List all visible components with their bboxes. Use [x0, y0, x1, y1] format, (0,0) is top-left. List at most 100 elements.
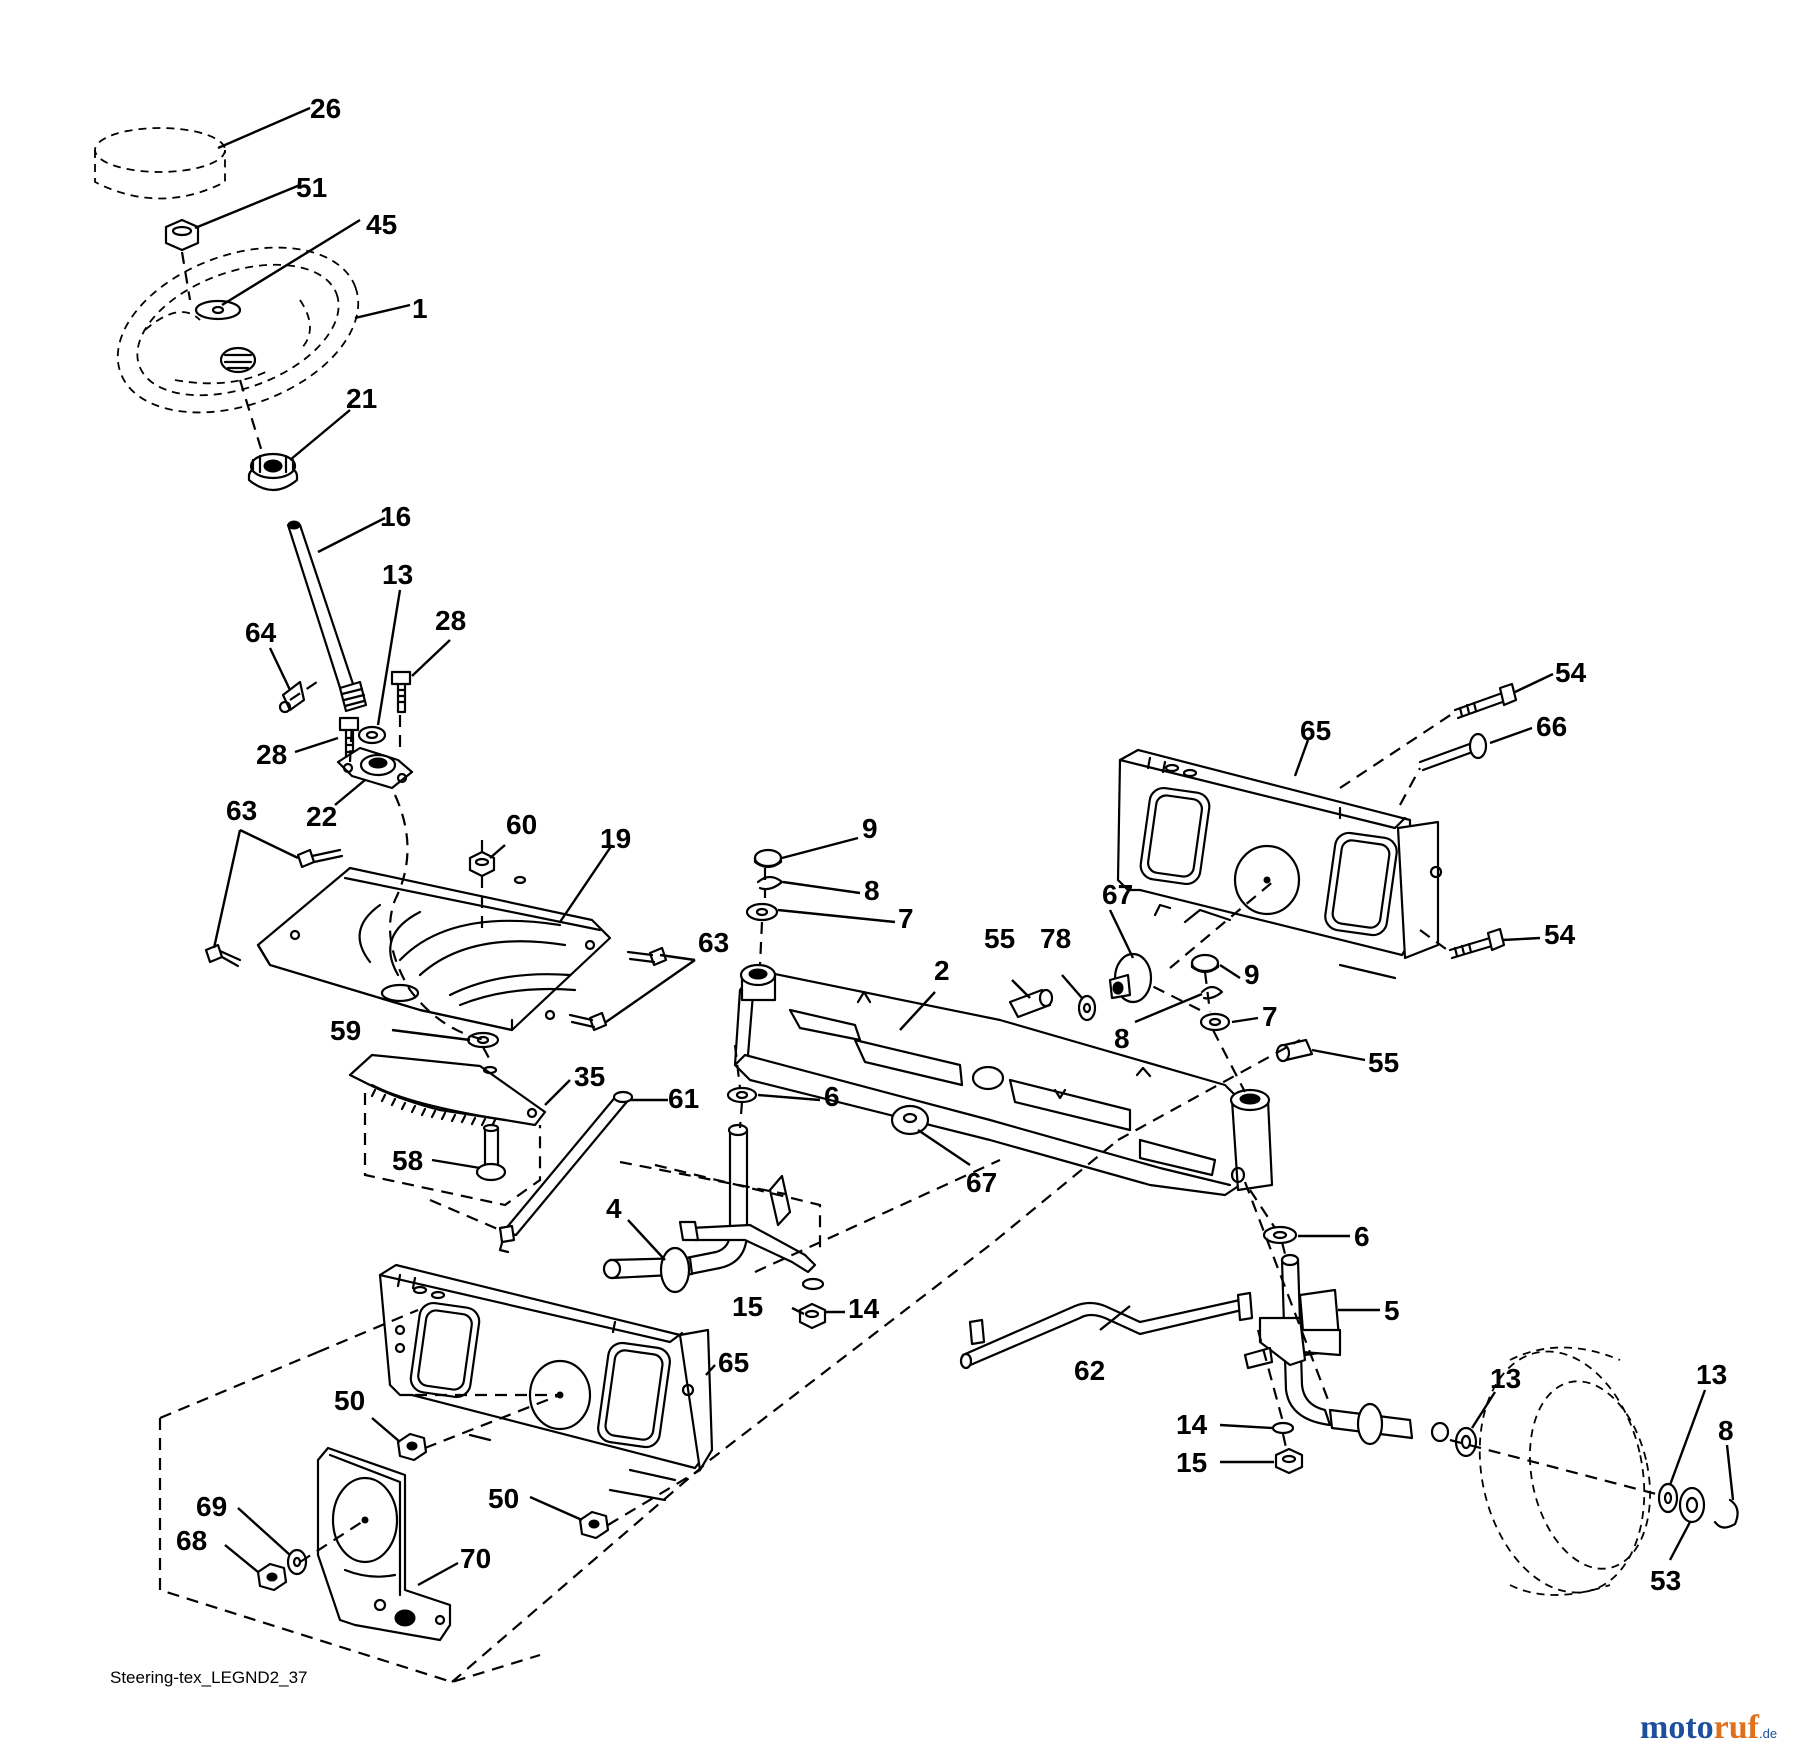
front-wheel-phantom	[1478, 1346, 1651, 1596]
part-14-lock-washer-right	[1271, 1421, 1295, 1435]
part-2-front-axle	[733, 963, 1274, 1197]
part-9-cap-left	[753, 848, 783, 869]
callout-14-right: 14	[1176, 1409, 1208, 1440]
watermark-part2: ruf	[1714, 1709, 1760, 1746]
callout-63-right: 63	[698, 927, 729, 958]
callout-14-left: 14	[848, 1293, 880, 1324]
diagram-caption: Steering-tex_LEGND2_37	[110, 1668, 308, 1687]
part-35-sector-gear	[348, 1053, 547, 1128]
callout-62: 62	[1074, 1355, 1105, 1386]
part-70-plate	[316, 1446, 452, 1642]
part-5-right-spindle	[1243, 1253, 1450, 1446]
callout-1: 1	[412, 293, 428, 324]
callout-50-upper: 50	[334, 1385, 365, 1416]
part-64-clip	[278, 680, 306, 714]
outline-box-4	[654, 1163, 822, 1255]
part-1-steering-wheel	[116, 246, 360, 414]
part-7-washer-left	[745, 902, 779, 922]
part-67-pivot-bushing-lower	[890, 1104, 930, 1136]
watermark-suffix: .de	[1759, 1726, 1777, 1741]
callout-65-lower: 65	[718, 1347, 749, 1378]
part-6-washer-upper	[726, 1086, 758, 1104]
callout-6-upper: 6	[824, 1081, 840, 1112]
callout-58: 58	[392, 1145, 423, 1176]
callout-64: 64	[245, 617, 277, 648]
callout-35: 35	[574, 1061, 605, 1092]
callout-9-left: 9	[862, 813, 878, 844]
callout-9-right: 9	[1244, 959, 1260, 990]
part-50-nut-upper	[396, 1432, 428, 1462]
part-26-steering-cap	[94, 127, 226, 200]
callout-60: 60	[506, 809, 537, 840]
part-22-flange-bearing	[336, 746, 414, 790]
callout-13-upper: 13	[382, 559, 413, 590]
part-8-e-clip-right	[1200, 985, 1224, 1000]
part-7-washer-right	[1199, 1012, 1231, 1032]
callout-8-wheel: 8	[1718, 1415, 1734, 1446]
callout-63-left: 63	[226, 795, 257, 826]
part-68-nut	[256, 1562, 288, 1592]
part-63-screw-3	[626, 946, 668, 967]
callout-70: 70	[460, 1543, 491, 1574]
callout-4: 4	[606, 1193, 622, 1224]
part-60-nut	[468, 850, 496, 878]
part-55-spacer-left	[1008, 988, 1054, 1019]
part-66-bolt	[1418, 732, 1488, 772]
part-53-washer	[1678, 1486, 1706, 1524]
part-19-steering-plate	[256, 866, 612, 1032]
callout-61: 61	[668, 1083, 699, 1114]
part-65-axle-bracket-lower	[378, 1263, 714, 1502]
callout-54-upper: 54	[1555, 657, 1587, 688]
callout-53: 53	[1650, 1565, 1681, 1596]
svg-text:motoruf.de: motoruf.de	[1640, 1709, 1777, 1746]
watermark-part1: moto	[1640, 1709, 1714, 1746]
part-63-screw-4	[568, 1011, 608, 1032]
part-8-e-clip-wheel	[1713, 1498, 1739, 1529]
callout-22: 22	[306, 801, 337, 832]
part-15-nut-left	[798, 1302, 827, 1330]
callout-28-left: 28	[256, 739, 287, 770]
leader-lines	[194, 106, 1735, 1587]
part-54-bolt-upper	[1453, 682, 1518, 720]
callout-13-inner: 13	[1490, 1363, 1521, 1394]
callout-7-left: 7	[898, 903, 914, 934]
outline-box-35	[363, 1093, 542, 1207]
part-14-lock-washer-left	[801, 1277, 825, 1291]
part-13-washer-upper	[357, 725, 387, 745]
watermark-logo: motoruf.de	[1640, 1709, 1777, 1746]
callout-16: 16	[380, 501, 411, 532]
callout-8-right: 8	[1114, 1023, 1130, 1054]
part-4-left-spindle	[602, 1123, 817, 1294]
callout-13-outer: 13	[1696, 1359, 1727, 1390]
part-61-drag-link	[498, 1090, 634, 1254]
part-67-pivot-bushing-upper	[1108, 952, 1153, 1004]
part-63-screw-2	[204, 943, 242, 968]
callout-15-right: 15	[1176, 1447, 1207, 1478]
callout-19: 19	[600, 823, 631, 854]
callout-55-right: 55	[1368, 1047, 1399, 1078]
part-45-washer	[194, 299, 242, 321]
callout-labels: 26 51 45 1 21 16 13 28 64 28 22 63 60 19…	[176, 93, 1734, 1596]
part-21-adapter	[247, 452, 299, 492]
callout-65-upper: 65	[1300, 715, 1331, 746]
part-9-cap-right	[1190, 953, 1220, 974]
part-59-washer	[466, 1031, 500, 1049]
callout-55-left: 55	[984, 923, 1015, 954]
callout-8-left: 8	[864, 875, 880, 906]
assembly-lines	[158, 251, 1661, 1684]
part-51-nut	[164, 218, 200, 252]
callout-6-lower: 6	[1354, 1221, 1370, 1252]
callout-59: 59	[330, 1015, 361, 1046]
part-16-steering-shaft	[286, 520, 368, 713]
callout-28-right: 28	[435, 605, 466, 636]
part-50-nut-lower	[578, 1510, 610, 1540]
part-28-bolt-a	[390, 670, 412, 714]
callout-69: 69	[196, 1491, 227, 1522]
callout-67-upper: 67	[1102, 879, 1133, 910]
callout-54-lower: 54	[1544, 919, 1576, 950]
callout-15-left: 15	[732, 1291, 763, 1322]
callout-66: 66	[1536, 711, 1567, 742]
part-69-washer	[286, 1548, 308, 1576]
part-13-washer-outer	[1657, 1482, 1679, 1514]
